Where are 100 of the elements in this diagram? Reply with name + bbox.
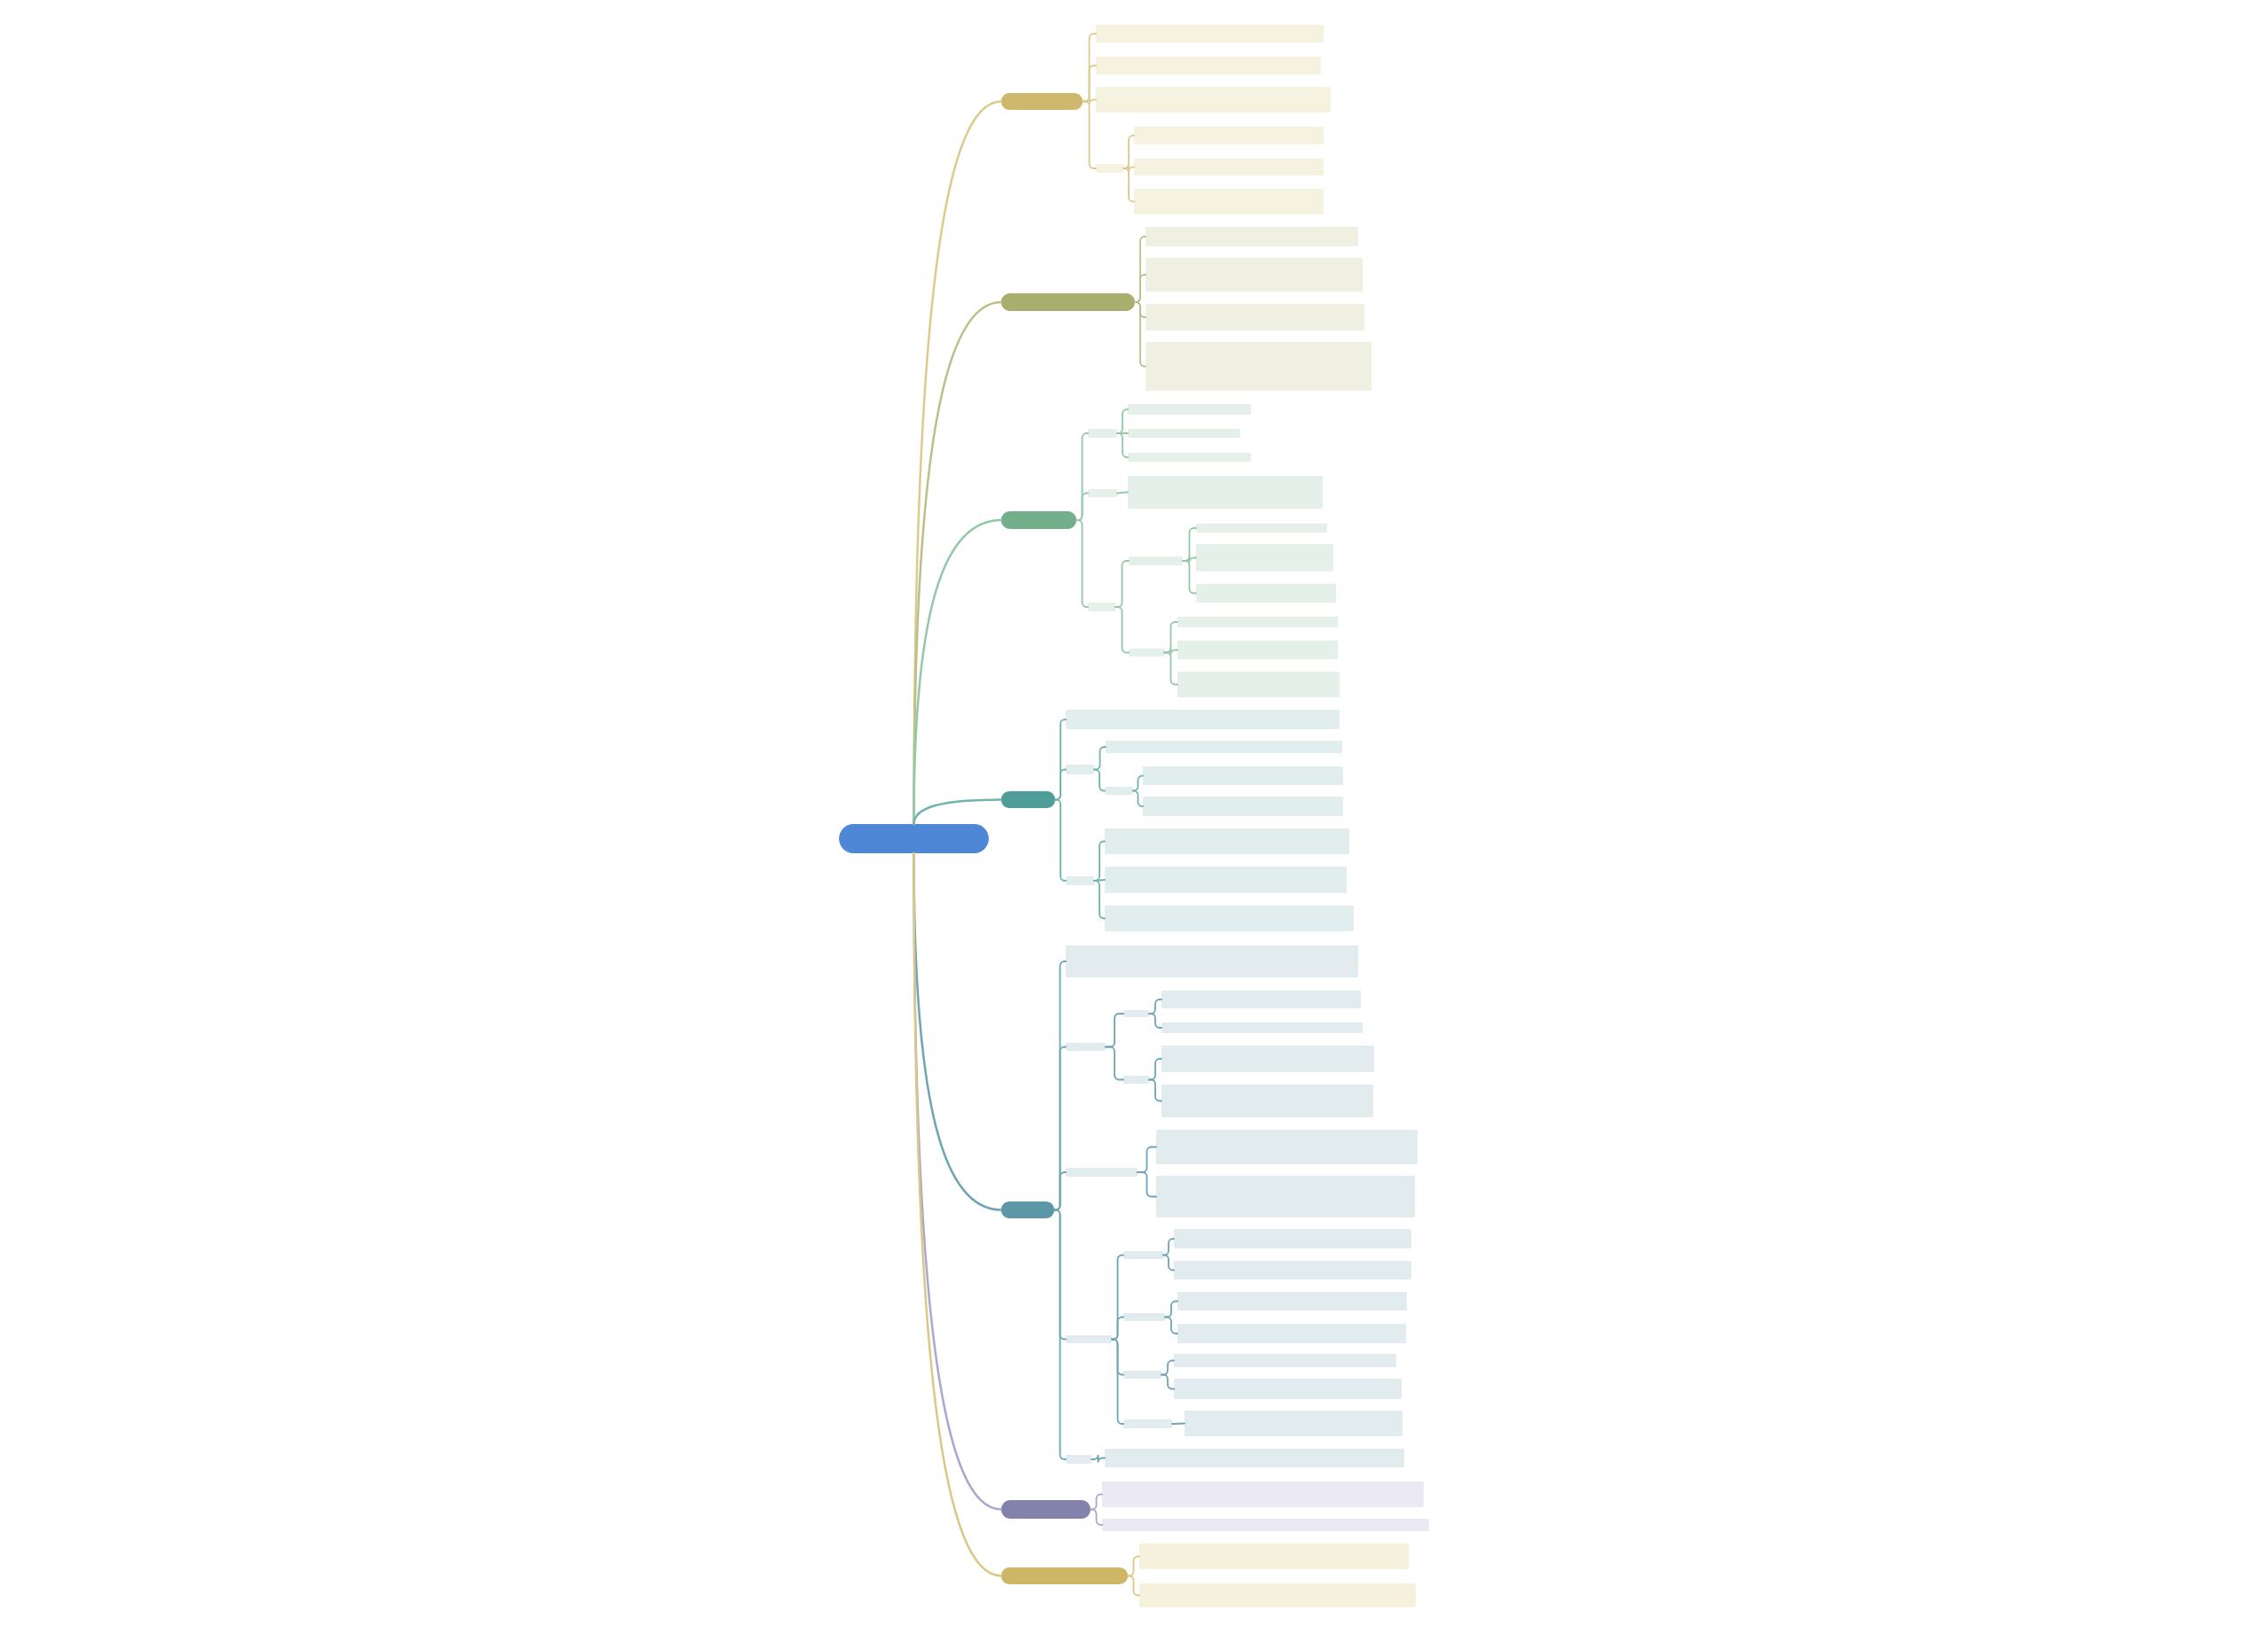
- note-box: [1143, 797, 1343, 816]
- note-box: [1066, 710, 1340, 729]
- note-box: [1123, 1010, 1149, 1017]
- note-box: [1128, 429, 1240, 438]
- topic-pill: [1001, 293, 1135, 311]
- note-box: [1066, 945, 1358, 977]
- note-box: [1134, 159, 1324, 175]
- connector-line: [1116, 432, 1129, 458]
- connector-line: [1171, 1422, 1185, 1425]
- note-box: [1096, 164, 1123, 173]
- note-box: [1066, 1335, 1112, 1343]
- note-box: [1146, 342, 1371, 391]
- note-box: [1066, 1455, 1091, 1464]
- note-box: [1106, 741, 1342, 753]
- note-box: [1123, 1076, 1149, 1084]
- connector-line: [1082, 100, 1097, 169]
- connector-line: [1127, 1555, 1140, 1577]
- connector-line: [1162, 1254, 1175, 1271]
- connector-line: [1115, 606, 1130, 654]
- connector-line: [1093, 768, 1106, 792]
- connector-line: [1162, 1238, 1175, 1256]
- topic-pill: [1001, 1201, 1054, 1218]
- note-box: [1088, 603, 1115, 611]
- note-box: [1123, 1419, 1172, 1428]
- topic-pill: [1001, 791, 1055, 808]
- connector-line: [1132, 789, 1144, 807]
- note-box: [1128, 404, 1251, 415]
- connector-line: [1054, 798, 1067, 882]
- note-box: [1066, 765, 1094, 774]
- note-box: [1123, 1371, 1161, 1379]
- note-box: [1143, 766, 1343, 785]
- connector-line: [1132, 774, 1144, 792]
- note-box: [1066, 1043, 1106, 1051]
- topic-pill: [1001, 93, 1083, 110]
- note-box: [1134, 127, 1324, 144]
- connector-line: [1116, 491, 1129, 494]
- note-box: [1174, 1379, 1402, 1399]
- connector-line: [1182, 560, 1197, 595]
- connector-line: [1148, 1058, 1162, 1081]
- note-box: [1088, 429, 1117, 438]
- note-box: [1146, 258, 1363, 292]
- note-box: [1128, 476, 1323, 509]
- topic-pill: [1001, 1500, 1091, 1519]
- note-box: [1156, 1130, 1418, 1164]
- note-box: [1123, 1251, 1163, 1259]
- note-box: [1161, 991, 1361, 1008]
- connector-line: [1090, 1493, 1103, 1511]
- note-box: [1196, 584, 1336, 603]
- note-box: [1184, 1411, 1402, 1436]
- note-box: [1196, 524, 1327, 533]
- note-box: [1139, 1583, 1416, 1607]
- note-box: [1174, 1229, 1411, 1248]
- connector-line: [1134, 301, 1146, 368]
- connector-line: [1093, 880, 1106, 920]
- topic-pill: [1001, 1567, 1128, 1584]
- note-box: [1102, 1481, 1424, 1507]
- note-box: [1105, 828, 1349, 854]
- connector-line: [1053, 1209, 1067, 1460]
- note-box: [1177, 1292, 1407, 1310]
- connector-line: [1076, 519, 1089, 608]
- note-box: [1096, 25, 1324, 43]
- connector-line: [1105, 1046, 1124, 1081]
- note-box: [1102, 1519, 1429, 1531]
- connector-line: [1091, 1454, 1106, 1464]
- note-box: [1161, 1023, 1363, 1033]
- note-box: [1174, 1354, 1396, 1367]
- note-box: [1066, 1168, 1138, 1177]
- connector-line: [1127, 1575, 1140, 1597]
- note-box: [1161, 1046, 1374, 1072]
- note-box: [1177, 617, 1338, 627]
- connector-line: [1161, 1373, 1175, 1390]
- note-box: [1177, 641, 1338, 659]
- connector-line: [1111, 1316, 1124, 1341]
- connector-line: [1137, 1171, 1157, 1198]
- note-box: [1196, 544, 1333, 572]
- note-box: [1156, 1176, 1415, 1217]
- connector-line: [913, 798, 1003, 826]
- connector-line: [1111, 1338, 1124, 1425]
- note-box: [1096, 87, 1331, 113]
- connector-line: [1148, 1078, 1162, 1102]
- note-box: [1096, 57, 1321, 74]
- note-box: [1139, 1544, 1409, 1569]
- note-box: [1128, 453, 1251, 462]
- note-box: [1105, 867, 1347, 893]
- topic-pill: [1001, 511, 1076, 529]
- note-box: [1146, 227, 1358, 246]
- connector-line: [1164, 1316, 1178, 1334]
- connector-line: [1093, 746, 1107, 771]
- note-box: [1129, 649, 1164, 657]
- connector-line: [1163, 651, 1178, 686]
- note-box: [1088, 489, 1117, 497]
- note-box: [1177, 672, 1340, 697]
- note-box: [1123, 1313, 1165, 1321]
- connector-line: [1054, 768, 1067, 801]
- connector-line: [1148, 1013, 1162, 1029]
- connector-line: [1053, 1171, 1067, 1211]
- note-box: [1105, 1449, 1404, 1467]
- note-box: [1161, 1085, 1373, 1117]
- note-box: [1174, 1261, 1411, 1279]
- note-box: [1129, 556, 1183, 565]
